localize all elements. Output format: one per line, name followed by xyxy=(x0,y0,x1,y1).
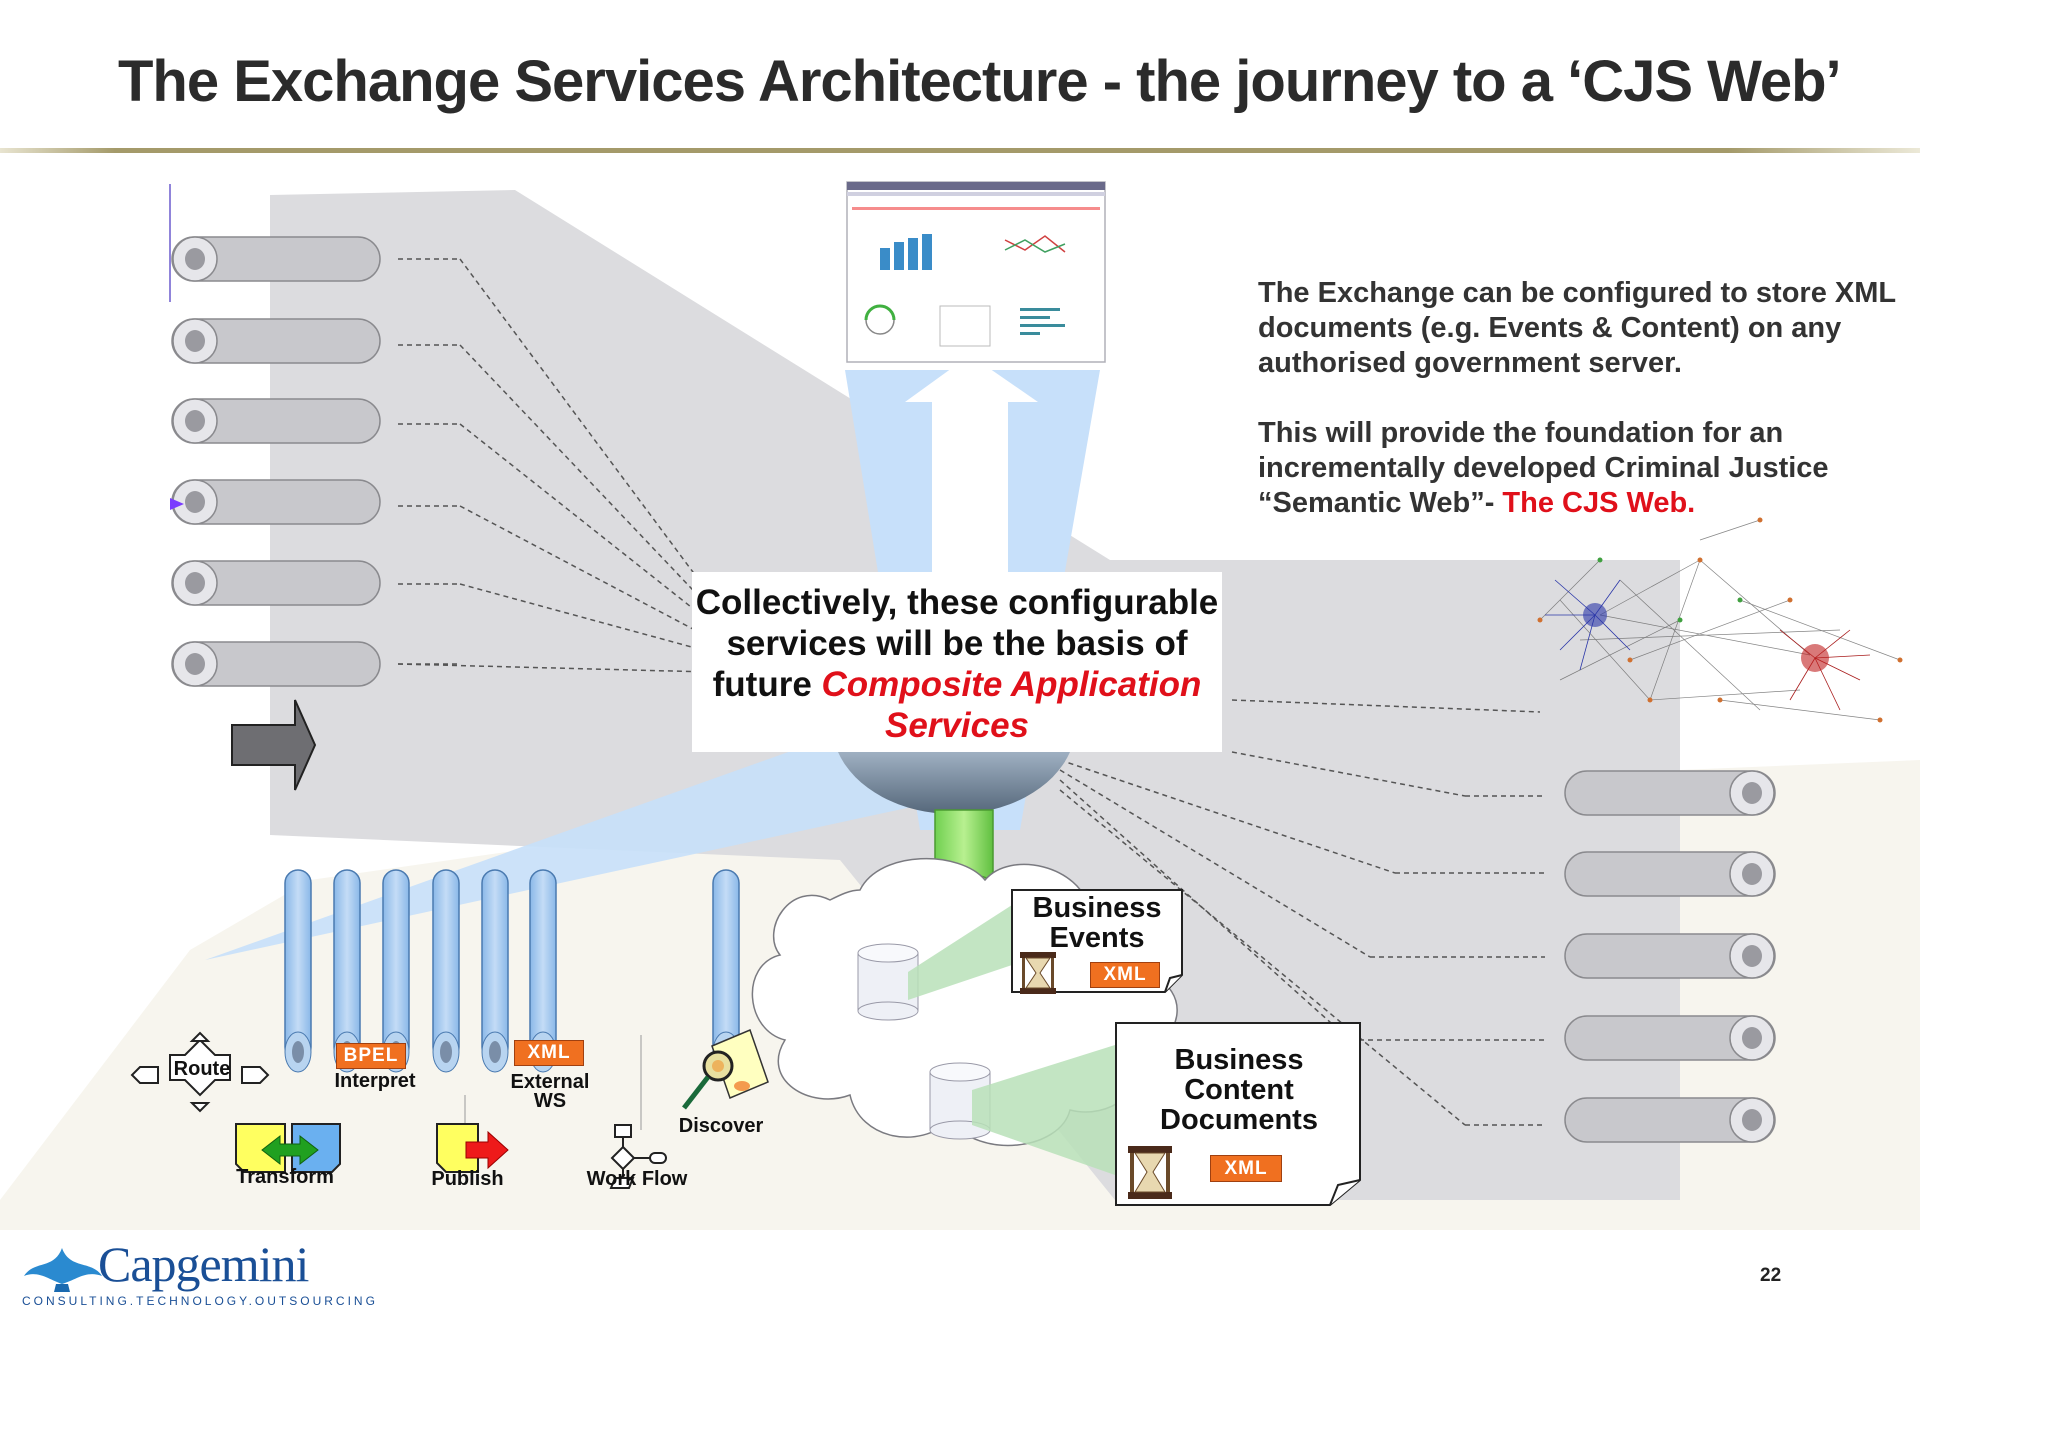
service-tube xyxy=(284,869,312,1073)
up-arrow xyxy=(905,355,1038,575)
right-pipe xyxy=(1564,1015,1776,1061)
hourglass-icon xyxy=(1128,1146,1172,1199)
business-events-title: Business Events xyxy=(1032,892,1162,954)
composite-services-callout: Collectively, these configurable service… xyxy=(692,572,1222,752)
capgemini-logo-text: Capgemini xyxy=(98,1236,309,1292)
network-graph-image xyxy=(1537,517,1903,723)
hourglass-icon xyxy=(1020,952,1056,994)
bpel-tag: BPEL xyxy=(336,1043,406,1069)
external-ws-label: External WS xyxy=(510,1071,590,1112)
left-pipe xyxy=(171,318,460,364)
left-pipe xyxy=(171,236,460,282)
service-tube xyxy=(432,869,460,1073)
title-rule xyxy=(0,148,1920,153)
exchange-sphere xyxy=(838,752,1070,815)
publish-label: Publish xyxy=(431,1168,504,1190)
right-dashed-connectors xyxy=(1059,699,1545,1126)
service-tube xyxy=(333,869,361,1073)
work-flow-label: Work Flow xyxy=(586,1168,688,1190)
xml-tag: XML xyxy=(514,1040,584,1066)
callout-emphasis: Composite Application Services xyxy=(821,665,1202,745)
publish-icon xyxy=(436,1123,509,1173)
dashboard-thumbnail xyxy=(846,181,1106,363)
business-content-xml-tag: XML xyxy=(1210,1155,1282,1182)
events-funnel xyxy=(908,905,1012,1000)
interpret-label: Interpret xyxy=(334,1070,416,1092)
route-icon xyxy=(130,1031,270,1113)
left-pipe xyxy=(171,479,460,525)
left-pipe xyxy=(171,398,460,444)
right-arrow-icon xyxy=(231,699,317,791)
transform-label: Transform xyxy=(236,1166,334,1188)
capgemini-tagline: CONSULTING.TECHNOLOGY.OUTSOURCING xyxy=(22,1294,378,1308)
right-pipe xyxy=(1564,770,1776,816)
page-number: 22 xyxy=(1760,1265,1782,1286)
cursor-marker xyxy=(170,498,184,510)
right-pipe xyxy=(1564,933,1776,979)
service-tube xyxy=(481,869,509,1073)
business-content-title: Business Content Documents xyxy=(1160,1044,1318,1136)
cjs-web-highlight: The CJS Web. xyxy=(1502,487,1696,519)
right-pipe xyxy=(1564,1097,1776,1143)
left-dashed-connectors xyxy=(397,258,711,673)
workflow-icon xyxy=(609,1124,667,1189)
right-pipe xyxy=(1564,851,1776,897)
left-pipe xyxy=(171,641,460,687)
service-tube xyxy=(382,869,410,1073)
callout-text: Collectively, these configurable service… xyxy=(695,583,1219,704)
discover-icon xyxy=(682,1028,769,1110)
description-paragraph-2: This will provide the foundation for an … xyxy=(1258,416,1898,521)
left-pipe xyxy=(171,560,460,606)
capgemini-spade-icon xyxy=(24,1248,102,1292)
content-funnel xyxy=(972,1045,1115,1175)
route-label: Route xyxy=(173,1058,231,1080)
discover-label: Discover xyxy=(678,1115,764,1137)
slide-title: The Exchange Services Architecture - the… xyxy=(118,49,1842,114)
right-pipes xyxy=(1564,770,1776,1143)
business-events-xml-tag: XML xyxy=(1090,962,1160,988)
database-cylinder xyxy=(857,943,919,1021)
description-paragraph-2-text: This will provide the foundation for an … xyxy=(1258,417,1829,519)
left-pipes xyxy=(169,184,460,687)
description-paragraph-1: The Exchange can be configured to store … xyxy=(1258,277,1896,379)
transform-icon xyxy=(235,1123,341,1173)
